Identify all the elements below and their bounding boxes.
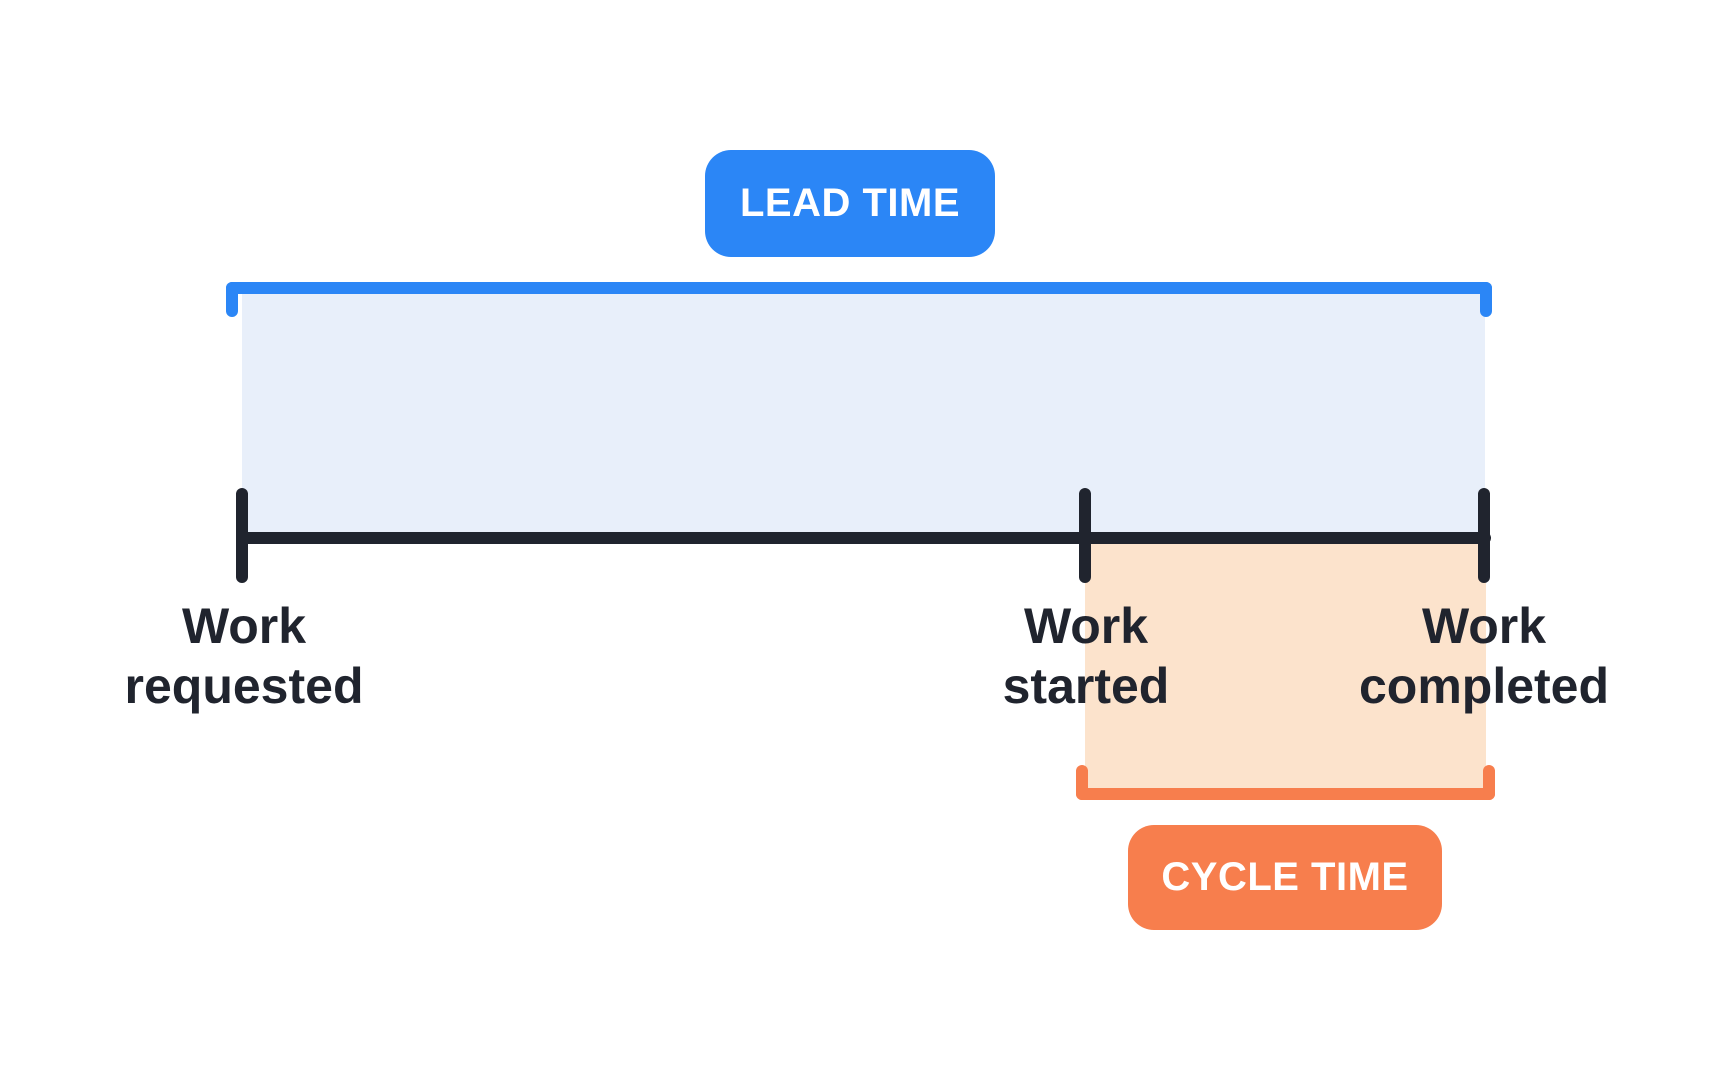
lead-time-bracket-bar: [226, 282, 1492, 294]
cycle-time-bracket-end-right: [1483, 765, 1495, 800]
lead-time-bracket-end-right: [1480, 282, 1492, 317]
cycle-time-badge: CYCLE TIME: [1128, 825, 1442, 930]
milestone-label-work-completed: Work completed: [1264, 596, 1704, 716]
lead-time-bracket-end-left: [226, 282, 238, 317]
milestone-label-line: Work: [1421, 598, 1547, 654]
cycle-time-bracket-bar: [1076, 788, 1495, 800]
milestone-label-work-started: Work started: [866, 596, 1306, 716]
cycle-time-region: [1085, 543, 1486, 788]
milestone-label-line: started: [1002, 658, 1170, 714]
milestone-label-line: Work: [181, 598, 307, 654]
tick-work-completed: [1478, 488, 1490, 583]
cycle-time-bracket-end-left: [1076, 765, 1088, 800]
milestone-label-line: Work: [1023, 598, 1149, 654]
milestone-label-line: completed: [1358, 658, 1610, 714]
tick-work-started: [1079, 488, 1091, 583]
timeline-axis: [236, 532, 1491, 544]
lead-time-badge: LEAD TIME: [705, 150, 995, 257]
milestone-label-line: requested: [124, 658, 364, 714]
milestone-label-work-requested: Work requested: [24, 596, 464, 716]
lead-time-region: [242, 293, 1485, 532]
tick-work-requested: [236, 488, 248, 583]
